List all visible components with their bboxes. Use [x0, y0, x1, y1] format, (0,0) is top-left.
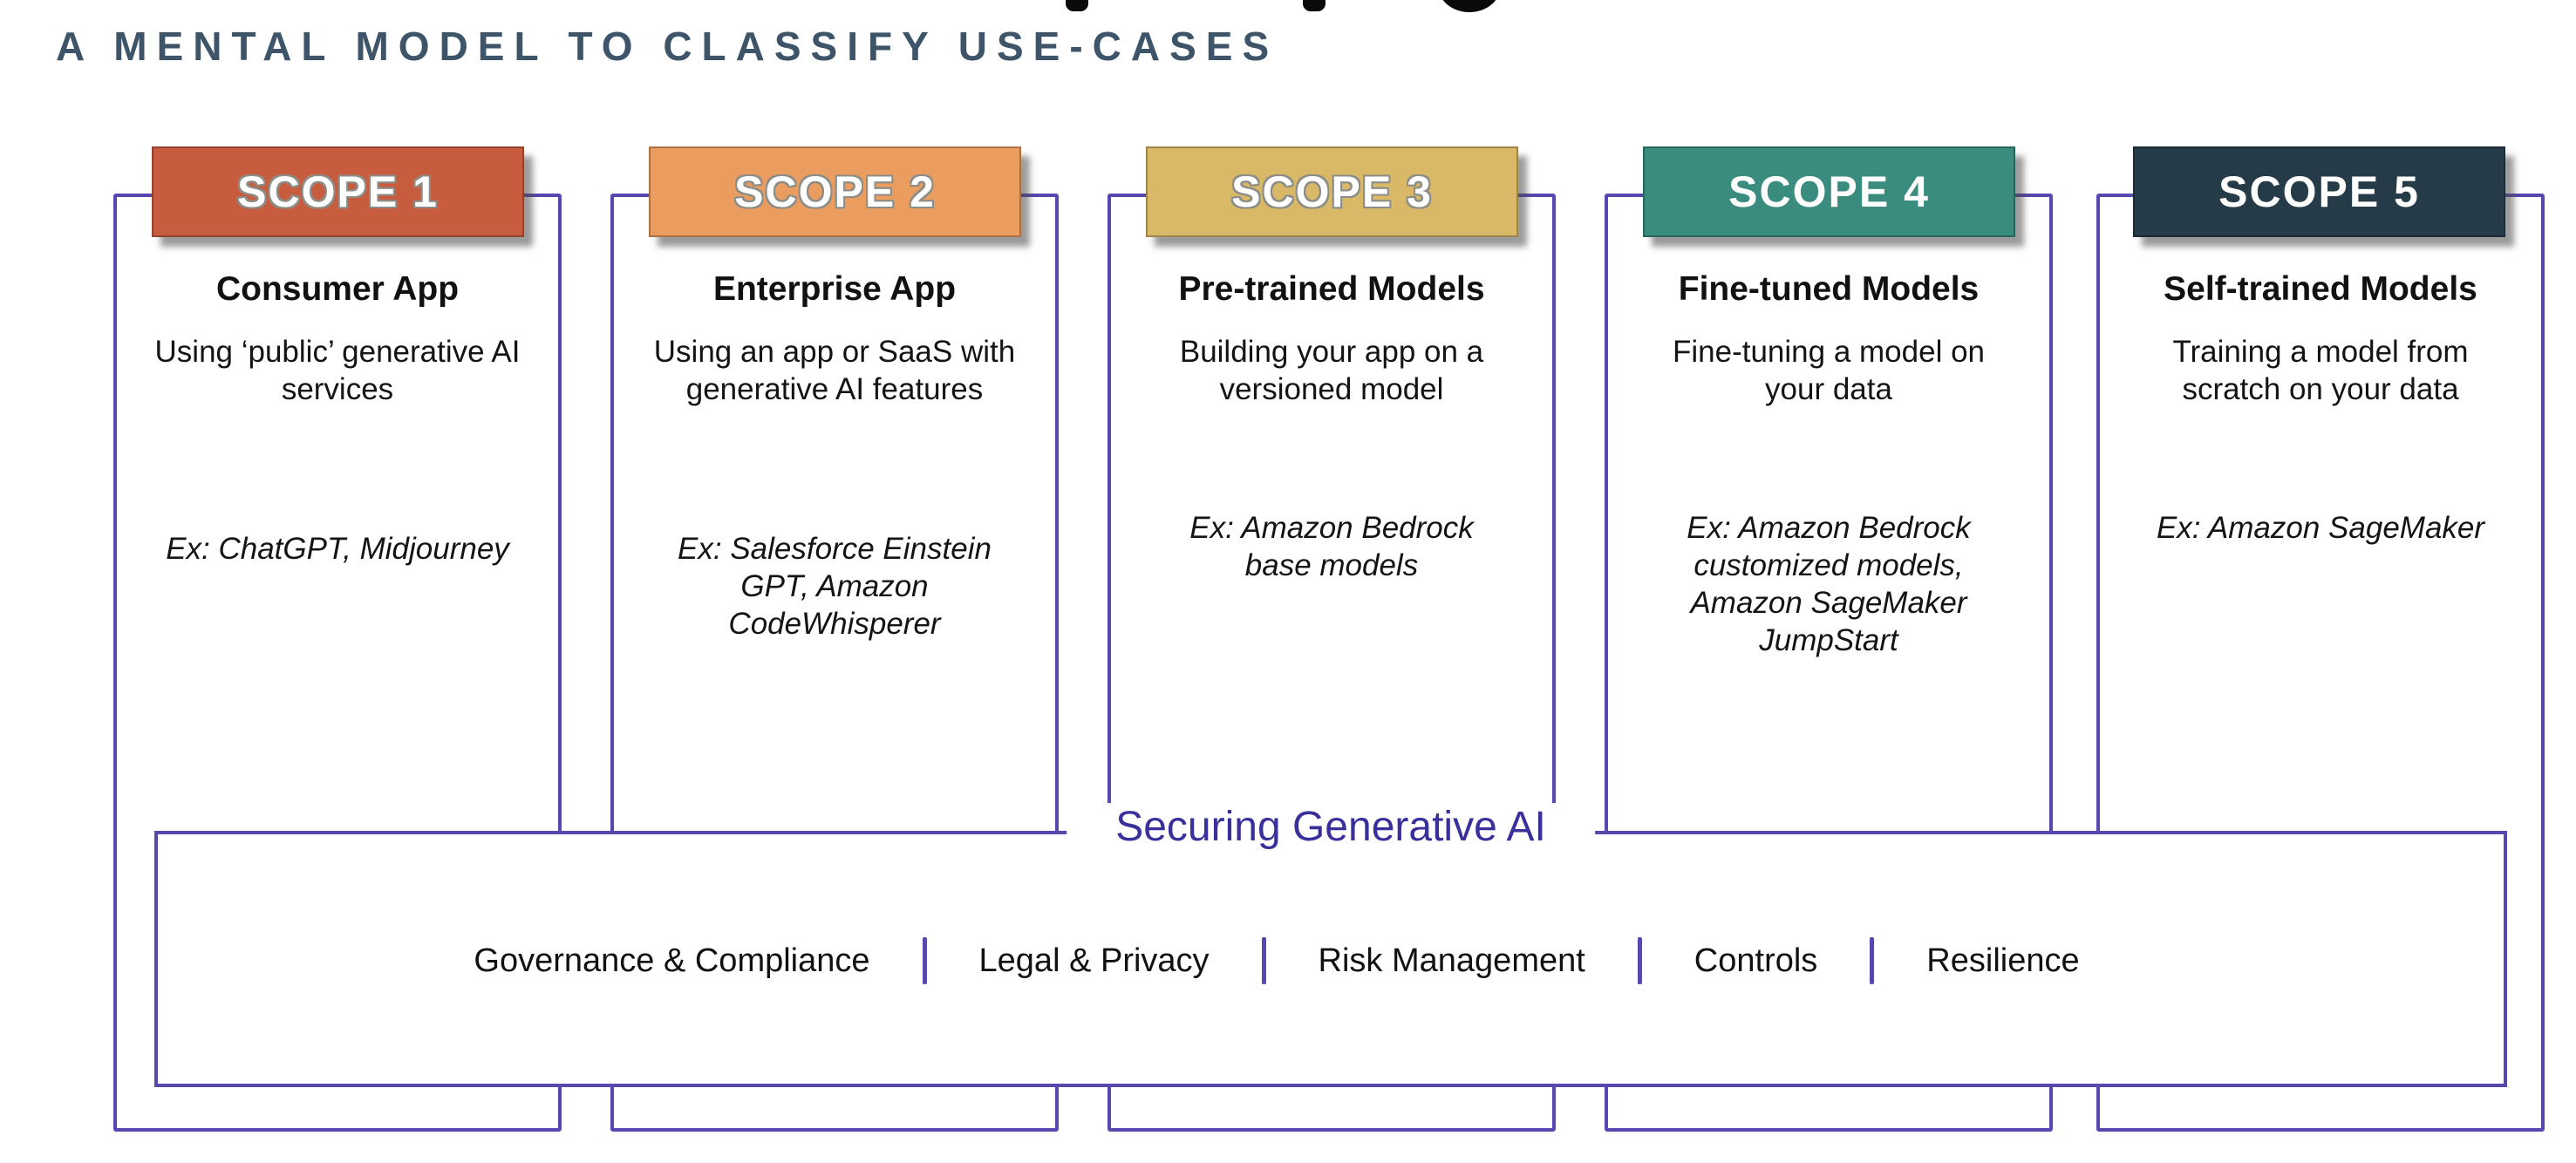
scope-4-header-label: SCOPE 4	[1728, 167, 1930, 216]
scope-3-description: Building your app on a versioned model	[1179, 335, 1484, 406]
scope-4-header: SCOPE 4	[1643, 146, 2015, 237]
securing-item-resilience: Resilience	[1926, 942, 2080, 979]
scope-1-example: Ex: ChatGPT, Midjourney	[166, 532, 509, 566]
scope-2-example: Ex: Salesforce Einstein GPT, Amazon Code…	[678, 532, 992, 641]
scope-1-header: SCOPE 1	[152, 146, 524, 237]
scope-5-description: Training a model from scratch on your da…	[2172, 335, 2469, 406]
scope-3-name: Pre-trained Models	[1178, 270, 1485, 308]
scope-5-header-label: SCOPE 5	[2218, 167, 2420, 216]
slide-subtitle: A MENTAL MODEL TO CLASSIFY USE-CASES	[56, 24, 1279, 69]
scope-4-example: Ex: Amazon Bedrock customized models, Am…	[1687, 511, 1971, 657]
scope-5-header: SCOPE 5	[2133, 146, 2505, 237]
item-separator-bar	[1637, 937, 1642, 984]
scope-2-header-label: SCOPE 2	[734, 167, 936, 216]
cropped-title-fragment	[1066, 0, 1088, 11]
scope-3-example: Ex: Amazon Bedrock base models	[1189, 511, 1474, 582]
scope-4-description: Fine-tuning a model on your data	[1673, 335, 1985, 406]
scope-5-name: Self-trained Models	[2164, 270, 2477, 308]
scope-3-header-label: SCOPE 3	[1231, 167, 1433, 216]
securing-item-governance-compliance: Governance & Compliance	[474, 942, 870, 979]
scope-2-header: SCOPE 2	[649, 146, 1021, 237]
scope-1-name: Consumer App	[215, 270, 460, 308]
securing-item-risk-management: Risk Management	[1318, 942, 1585, 979]
scope-5-example: Ex: Amazon SageMaker	[2156, 511, 2485, 545]
scope-2-name: Enterprise App	[712, 270, 957, 308]
cropped-title-fragment	[1303, 0, 1325, 11]
scope-2-description: Using an app or SaaS with generative AI …	[653, 335, 1016, 406]
cropped-title-fragment	[1439, 0, 1500, 12]
securing-item-legal-privacy: Legal & Privacy	[978, 942, 1210, 979]
scope-1-description: Using ‘public’ generative AI services	[154, 335, 521, 406]
securing-items-row: Governance & Compliance Legal & Privacy …	[104, 937, 2450, 984]
securing-generative-ai-box: Securing Generative AI Governance & Comp…	[154, 803, 2507, 1087]
securing-title: Securing Generative AI	[1067, 803, 1595, 851]
securing-item-controls: Controls	[1693, 942, 1818, 979]
scope-3-header: SCOPE 3	[1146, 146, 1518, 237]
item-separator-bar	[1870, 937, 1875, 984]
item-separator-bar	[922, 937, 927, 984]
scope-1-header-label: SCOPE 1	[237, 167, 439, 216]
scope-4-name: Fine-tuned Models	[1678, 270, 1980, 308]
item-separator-bar	[1261, 937, 1266, 984]
